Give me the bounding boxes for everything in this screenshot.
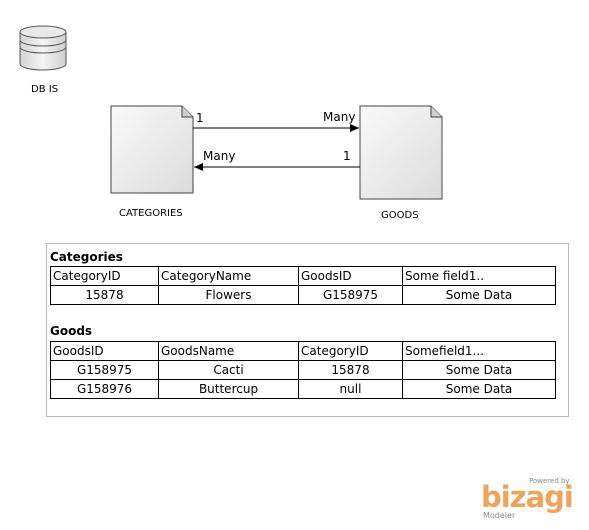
table-cell: 15878 xyxy=(50,285,159,305)
table-cell: Cacti xyxy=(158,360,299,380)
categories-entity-label: CATEGORIES xyxy=(119,208,183,219)
powered-by-label: Powered by xyxy=(529,477,570,485)
goods-table-title: Goods xyxy=(50,324,93,338)
table-row: G158976 Buttercup null Some Data xyxy=(50,379,556,399)
brand-name: bizagi xyxy=(481,480,574,514)
database-icon[interactable] xyxy=(19,25,67,71)
table-cell: G158976 xyxy=(50,379,159,399)
table-header-row: CategoryID CategoryName GoodsID Some fie… xyxy=(50,266,556,286)
table-header-cell: Somefield1... xyxy=(402,341,556,361)
modeler-label: Modeler xyxy=(483,511,516,520)
table-cell: Flowers xyxy=(158,285,299,305)
table-cell: Some Data xyxy=(402,285,556,305)
table-header-cell: CategoryID xyxy=(50,266,159,286)
table-header-cell: CategoryName xyxy=(158,266,299,286)
table-cell: G158975 xyxy=(298,285,403,305)
table-cell: Some Data xyxy=(402,360,556,380)
table-header-cell: Some field1.. xyxy=(402,266,556,286)
relation-2-from-label: 1 xyxy=(343,149,351,163)
table-cell: 15878 xyxy=(298,360,403,380)
relation-2-to-label: Many xyxy=(203,149,236,163)
table-header-cell: CategoryID xyxy=(298,341,403,361)
table-cell: null xyxy=(298,379,403,399)
bizagi-logo: Powered by bizagi Modeler xyxy=(481,477,574,520)
database-label: DB IS xyxy=(31,84,59,95)
table-row: 15878 Flowers G158975 Some Data xyxy=(50,285,556,305)
table-cell: Buttercup xyxy=(158,379,299,399)
goods-table: GoodsID GoodsName CategoryID Somefield1.… xyxy=(50,341,556,399)
table-cell: Some Data xyxy=(402,379,556,399)
categories-table: CategoryID CategoryName GoodsID Some fie… xyxy=(50,266,556,305)
diagram-canvas xyxy=(19,25,443,200)
table-header-cell: GoodsName xyxy=(158,341,299,361)
table-header-row: GoodsID GoodsName CategoryID Somefield1.… xyxy=(50,341,556,361)
table-header-cell: GoodsID xyxy=(50,341,159,361)
relation-1-from-label: 1 xyxy=(196,111,204,125)
categories-table-title: Categories xyxy=(50,250,123,264)
table-cell: G158975 xyxy=(50,360,159,380)
data-tables-panel xyxy=(46,243,569,417)
table-header-cell: GoodsID xyxy=(298,266,403,286)
table-row: G158975 Cacti 15878 Some Data xyxy=(50,360,556,380)
goods-entity-label: GOODS xyxy=(381,210,419,221)
relation-1-to-label: Many xyxy=(323,110,356,124)
categories-entity-shape[interactable] xyxy=(110,105,194,194)
goods-entity-shape[interactable] xyxy=(359,105,443,200)
